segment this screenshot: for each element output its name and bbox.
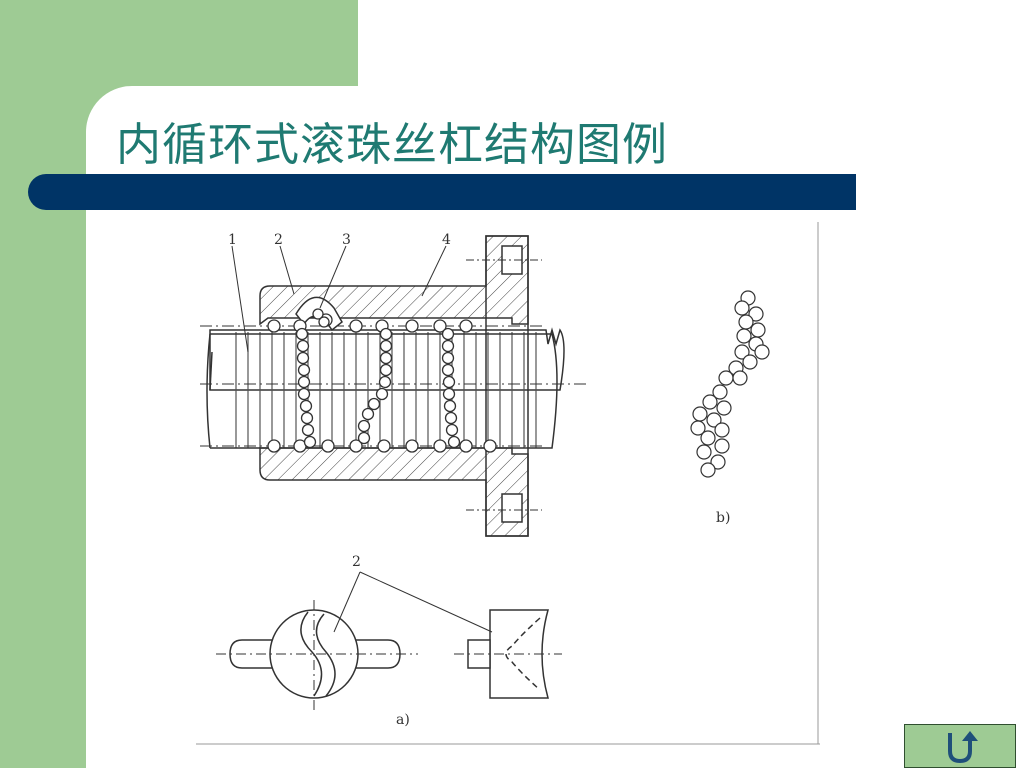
callout-4: 4	[442, 232, 451, 248]
callout-2-lower: 2	[352, 554, 361, 570]
label-b: b)	[716, 510, 730, 526]
title-underline-bar	[28, 174, 856, 210]
callout-2: 2	[274, 232, 283, 248]
callout-1: 1	[228, 232, 237, 248]
ball-chain-view	[690, 290, 770, 478]
screw-section-view	[200, 235, 588, 537]
reverser-insert-views	[216, 571, 562, 710]
ball-screw-figure: 1 2 3 4 b) 2 a)	[196, 222, 820, 746]
slide-title: 内循环式滚珠丝杠结构图例	[116, 118, 669, 171]
callout-3: 3	[342, 232, 351, 248]
label-a: a)	[396, 712, 410, 728]
return-button[interactable]	[904, 724, 1016, 768]
u-turn-return-icon	[948, 731, 978, 764]
